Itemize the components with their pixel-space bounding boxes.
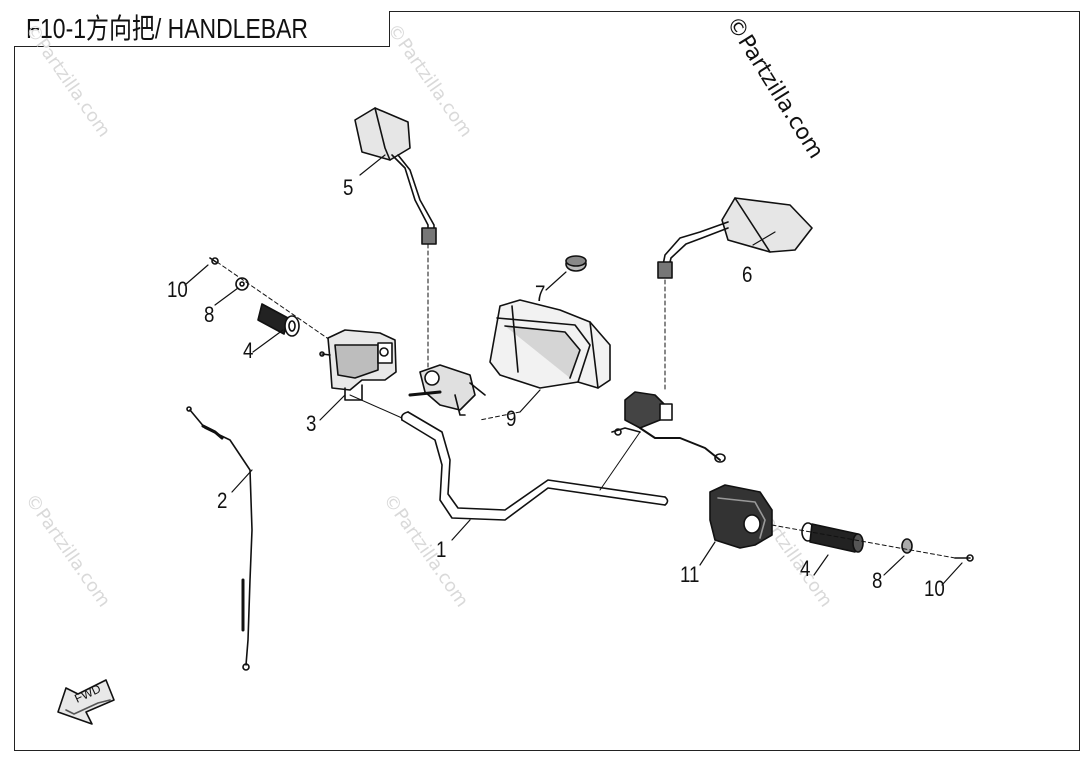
callout-2: 2 (217, 488, 228, 513)
right-grip-part (801, 522, 864, 553)
diagram-title: F10-1方向把/ HANDLEBAR (26, 13, 308, 44)
callout-3: 3 (306, 411, 317, 436)
diagram-frame (14, 11, 1080, 751)
callout-10-left: 10 (167, 277, 188, 302)
throttle-cable-part (186, 406, 253, 671)
title-box (14, 11, 390, 47)
callout-10-right: 10 (924, 576, 945, 601)
callout-8-right: 8 (872, 568, 883, 593)
handlebar-cover-part (489, 299, 611, 389)
right-mirror-part (657, 197, 813, 391)
callout-4-left: 4 (243, 338, 254, 363)
left-bolt-part (209, 257, 217, 263)
cap-part (565, 255, 587, 272)
left-mirror-part (354, 107, 437, 371)
callout-11: 11 (680, 562, 700, 587)
callout-5: 5 (343, 175, 354, 200)
right-washer-part (901, 538, 913, 554)
callout-9: 9 (506, 406, 517, 431)
callout-8-left: 8 (204, 302, 215, 327)
callout-6: 6 (742, 262, 753, 287)
callout-4-right: 4 (800, 556, 811, 581)
left-grip-part (257, 303, 300, 337)
fwd-arrow-icon (57, 679, 115, 725)
left-switch-housing-part (319, 329, 397, 401)
callout-1: 1 (436, 537, 447, 562)
right-switch-housing-part (709, 484, 773, 549)
handlebar-part (400, 411, 669, 521)
callout-7: 7 (535, 281, 546, 306)
mirror-clamp-part (408, 364, 486, 416)
brake-master-cylinder-part (611, 391, 726, 463)
